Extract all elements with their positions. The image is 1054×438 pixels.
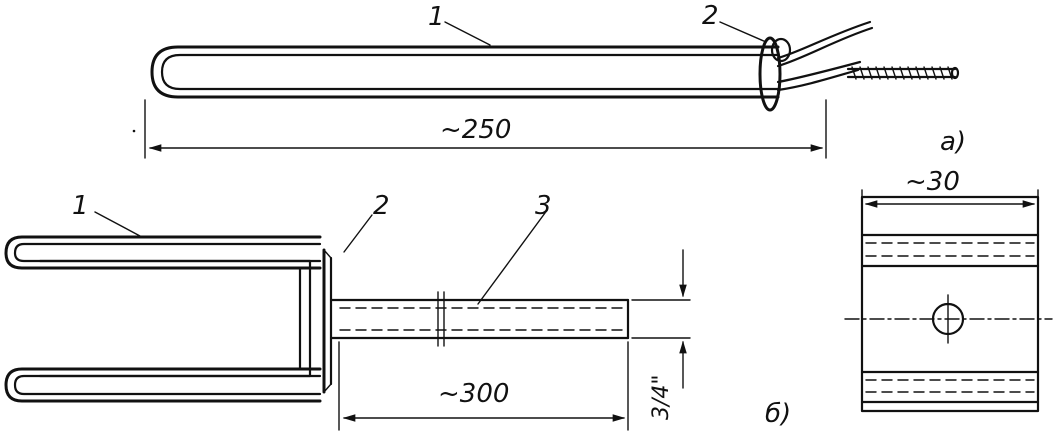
element-upper-outer — [4, 235, 322, 270]
caption-b: б) — [765, 399, 791, 429]
leader-label-2b — [343, 214, 373, 253]
heating-element-inner — [160, 53, 780, 91]
flange-outline — [860, 195, 1040, 413]
caption-a: a) — [940, 127, 966, 157]
label-2b: 2 — [373, 191, 390, 221]
leader-label-1a — [444, 21, 491, 46]
label-1b: 1 — [72, 191, 89, 221]
lead-wire-4 — [776, 68, 860, 92]
leader-label-1b — [94, 211, 141, 237]
leader-label-3b — [477, 212, 546, 305]
lead-wire-3 — [776, 60, 862, 84]
element-connecting-loop — [38, 259, 312, 378]
element-lower-outer — [4, 367, 322, 403]
dimension-300: ~300 — [438, 379, 509, 409]
clamp-ring — [758, 36, 782, 112]
dimension-pipe-diameter: 3/4" — [649, 374, 674, 420]
label-3b: 3 — [535, 191, 552, 221]
view-a-heater: 1 2 ~250 — [132, 1, 960, 159]
side-view-flange: ~30 — [844, 167, 1053, 413]
lead-wire-2 — [776, 26, 874, 68]
pipe-section — [329, 291, 630, 347]
label-1a: 1 — [428, 2, 445, 32]
leader-label-2a — [719, 21, 767, 43]
lead-wire-1 — [776, 20, 872, 60]
view-b-heater: 1 2 3 ~300 3/4" — [4, 191, 691, 431]
dimension-30: ~30 — [905, 167, 960, 197]
label-2a: 2 — [702, 1, 719, 31]
threaded-terminal — [846, 66, 960, 80]
dimension-250: ~250 — [440, 115, 511, 145]
heating-element-outer — [150, 45, 780, 99]
